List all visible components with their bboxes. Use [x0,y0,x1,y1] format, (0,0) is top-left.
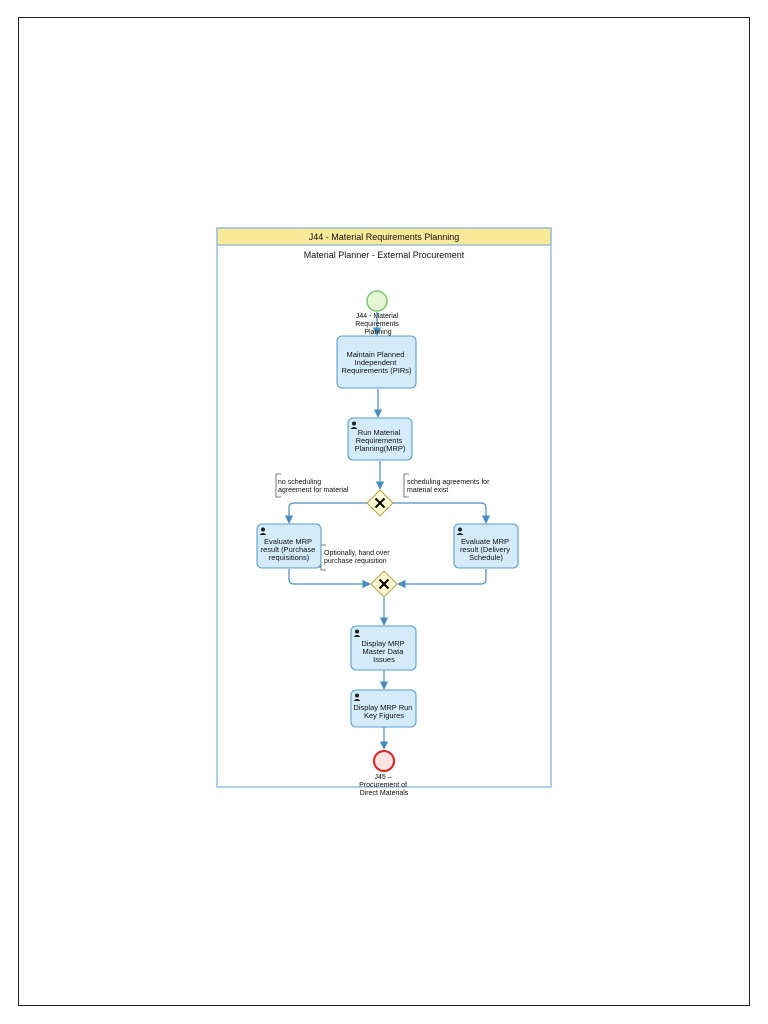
x-icon [374,497,386,509]
svg-text:Evaluate MRP result (Pur: Evaluate MRP result (Purchase requisitio… [261,537,318,562]
task-evaluate-ds-line-2: result (Delivery [460,545,510,554]
annotation-hand-over-line-2: purchase requisition [324,558,387,565]
svg-text:Display MRP Run Key Figu: Display MRP Run Key Figures [353,703,414,720]
end-event-label-line-2: Procurement of [359,782,407,789]
task-run-mrp-line-2: Requirements [356,436,403,445]
exclusive-gateway-merge[interactable] [370,570,398,598]
lane-title: Material Planner - External Procurement [304,250,465,260]
pool-header [216,227,552,246]
task-evaluate-pr-line-2: result (Purchase [261,545,316,554]
flow-evaluate-ds-to-merge [397,569,487,589]
task-display-key-figures[interactable]: Display MRP Run Key Figures [350,689,417,728]
user-icon [350,421,358,429]
annotation-no-scheduling-line-1: no scheduling [278,479,321,486]
svg-text:Evaluate MRP result (Del: Evaluate MRP result (Delivery Schedule) [460,537,512,562]
exclusive-gateway-split[interactable] [366,489,394,517]
task-display-key-figures-line-1: Display MRP Run [353,703,412,712]
start-event-label-line-1: J44 - Material [356,313,399,320]
task-display-issues-line-1: Display MRP [361,639,404,648]
annotation-hand-over-line-1: Optionally, hand over [324,550,390,557]
task-display-issues[interactable]: Display MRP Master Data Issues [350,625,417,671]
task-display-issues-line-2: Master Data [363,647,405,656]
task-evaluate-ds-line-1: Evaluate MRP [461,537,509,546]
annotation-scheduling-exist: scheduling agreements for material exist [403,473,491,498]
annotation-no-scheduling-line-2: agreement for material [278,487,349,494]
annotation-scheduling-exist-line-2: material exist [407,487,448,494]
annotation-no-scheduling: no scheduling agreement for material [275,473,349,498]
task-evaluate-pr[interactable]: Evaluate MRP result (Purchase requisitio… [256,523,322,569]
start-event[interactable] [366,290,388,312]
flow-gateway-to-evaluate-pr [284,502,368,524]
sequence-flows [284,312,491,750]
svg-text:no scheduling agreement: no scheduling agreement for material [278,479,349,494]
user-icon [456,527,464,535]
pool-title: J44 - Material Requirements Planning [309,232,460,242]
start-event-label: J44 - Material Requirements Planning [355,313,401,336]
flow-evaluate-pr-to-merge [288,569,371,589]
user-icon [353,629,361,637]
x-icon [378,578,390,590]
task-maintain-pirs[interactable]: Maintain Planned Independent Requirement… [336,335,417,389]
user-icon [259,527,267,535]
svg-text:Maintain Planned Indepen: Maintain Planned Independent Requirement… [341,350,412,375]
svg-text:Run Material Requirement: Run Material Requirements Planning(MRP) [355,428,406,453]
task-evaluate-pr-line-3: requisitions) [269,553,310,562]
task-display-issues-line-3: Issues [373,655,395,664]
start-event-label-line-3: Planning [364,329,391,336]
task-run-mrp-line-3: Planning(MRP) [355,444,406,453]
page-frame [18,17,750,1006]
task-run-mrp-line-1: Run Material [358,428,401,437]
annotation-scheduling-exist-line-1: scheduling agreements for [407,479,490,486]
task-maintain-pirs-line-1: Maintain Planned [346,350,404,359]
user-icon [353,693,361,701]
flow-gateway-to-evaluate-ds [392,502,491,524]
start-event-label-line-2: Requirements [355,321,399,328]
end-event-label: J45 – Procurement of Direct Materials [359,774,409,797]
task-evaluate-pr-line-1: Evaluate MRP [264,537,312,546]
task-evaluate-ds[interactable]: Evaluate MRP result (Delivery Schedule) [453,523,519,569]
task-maintain-pirs-line-2: Independent [355,358,398,367]
svg-text:Display MRP Master Data: Display MRP Master Data Issues [361,639,406,664]
end-event-label-line-1: J45 – [374,774,391,781]
end-event-label-line-3: Direct Materials [360,790,409,797]
task-maintain-pirs-line-3: Requirements (PIRs) [341,366,412,375]
task-run-mrp[interactable]: Run Material Requirements Planning(MRP) [347,417,413,461]
end-event[interactable] [372,749,396,773]
task-display-key-figures-line-2: Key Figures [364,711,404,720]
task-evaluate-ds-line-3: Schedule) [469,553,503,562]
svg-text:Optionally, hand over pu: Optionally, hand over purchase requisiti… [324,550,392,565]
svg-text:scheduling agreements for: scheduling agreements for material exist [407,479,491,494]
